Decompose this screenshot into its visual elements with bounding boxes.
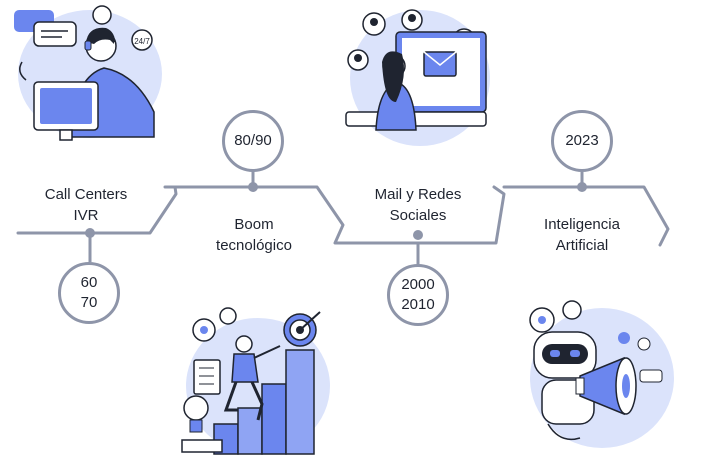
milestone-2-title: Boom tecnológico [216,216,292,254]
call-center-agent-illustration: 24/7 [14,5,162,141]
milestone-1-period: 60 70 [58,262,120,324]
timeline-node-4 [577,182,587,192]
svg-text:24/7: 24/7 [134,37,150,46]
milestone-1-title: Call Centers IVR [44,186,128,224]
milestone-3-period: 2000 2010 [387,264,449,326]
timeline-node-2 [248,182,258,192]
milestone-4-period: 2023 [551,110,613,172]
milestone-2-period: 80/90 [222,110,284,172]
milestone-3-title: Mail y Redes Sociales [374,186,462,224]
ai-robot-illustration [529,300,674,448]
milestone-4-title: Inteligencia Artificial [544,216,620,254]
email-social-illustration [345,9,490,146]
timeline-node-3 [413,230,423,240]
timeline-node-1 [85,228,95,238]
growth-target-illustration [181,307,330,455]
